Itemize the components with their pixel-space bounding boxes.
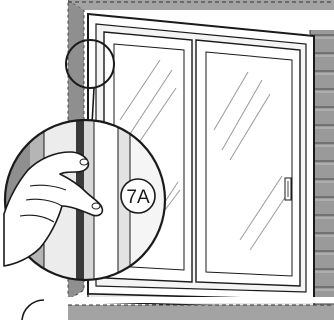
next-panel-partial bbox=[0, 300, 334, 320]
step-badge: 7A bbox=[121, 179, 155, 213]
wall-top bbox=[68, 0, 334, 10]
step-label: 7A bbox=[126, 187, 150, 208]
window-right-sash bbox=[196, 40, 300, 286]
